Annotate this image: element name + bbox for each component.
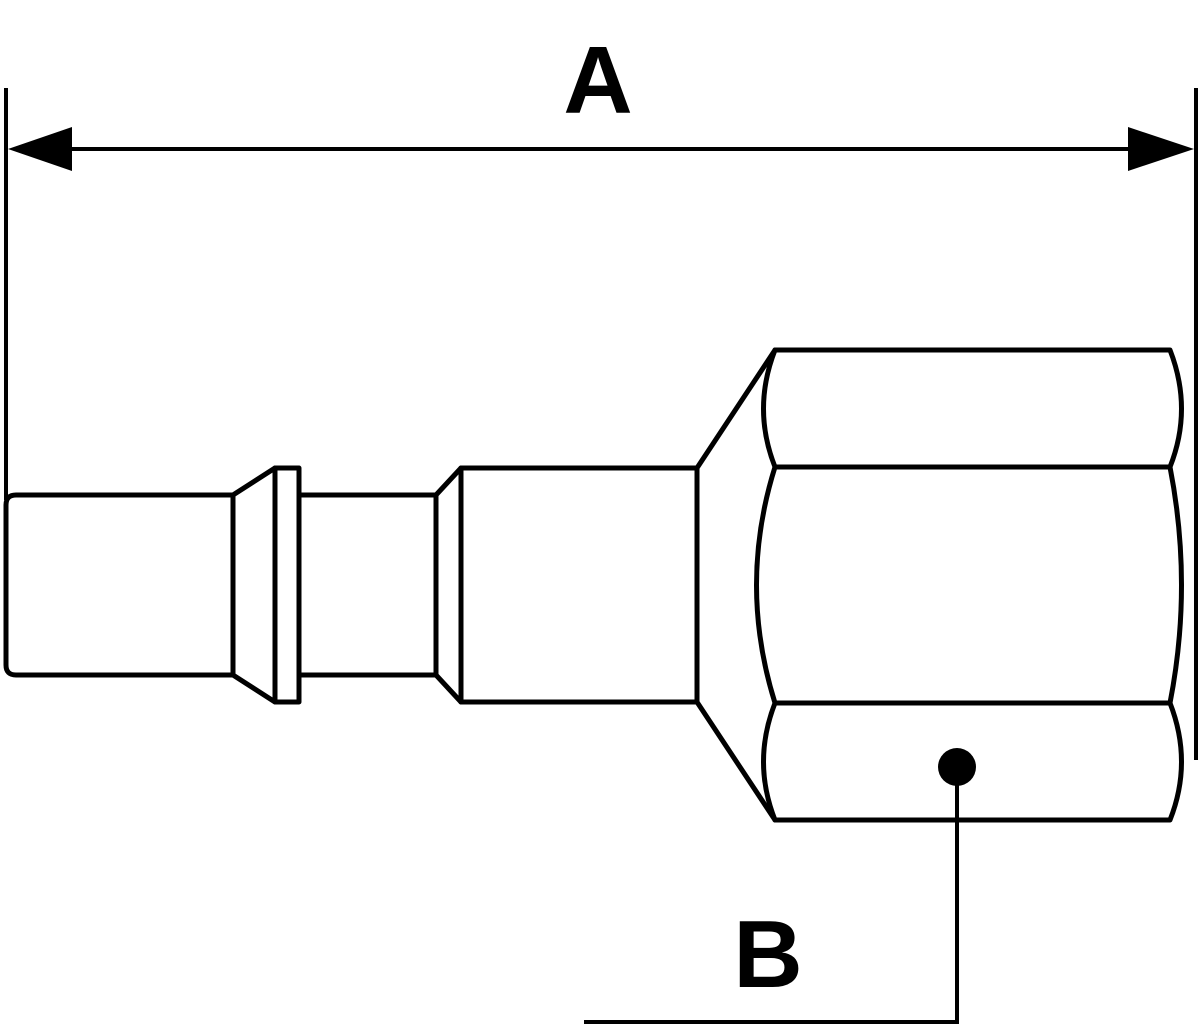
- plug-body: [433, 465, 700, 705]
- dimension-a-label: A: [563, 27, 632, 134]
- dimension-a-arrow: [8, 127, 1194, 171]
- groove-section: [296, 492, 439, 678]
- left-arrowhead: [8, 127, 72, 171]
- plug-nose: [3, 492, 236, 678]
- thread-leader: [584, 748, 976, 1024]
- right-arrowhead: [1128, 127, 1194, 171]
- locking-collar: [230, 465, 302, 705]
- hex-chamfer: [694, 347, 778, 823]
- thread-label-b: B: [733, 901, 802, 1008]
- hex-body: [754, 347, 1184, 823]
